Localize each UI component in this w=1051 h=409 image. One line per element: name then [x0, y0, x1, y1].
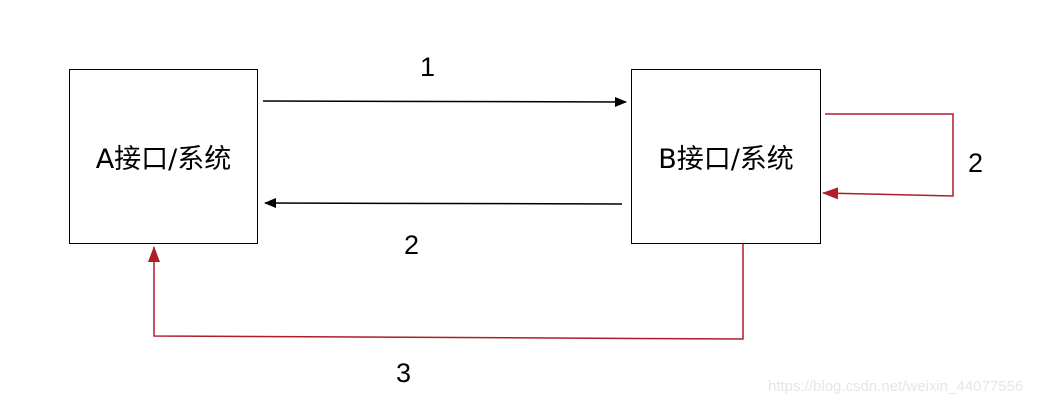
edge-label-2-back: 2: [404, 230, 420, 260]
edge-b-self-loop: [822, 113, 954, 200]
node-a-box: A接口/系统: [69, 69, 258, 244]
edge-b-to-a-red: [148, 243, 744, 340]
node-a-label: A接口/系统: [95, 144, 232, 175]
edge-label-3: 3: [396, 358, 412, 388]
node-b-label: B接口/系统: [658, 144, 794, 175]
node-b-box: B接口/系统: [631, 69, 821, 244]
watermark: https://blog.csdn.net/weixin_44077556: [768, 378, 1024, 395]
edge-b-to-a: [264, 198, 623, 209]
edge-label-1: 1: [420, 52, 436, 82]
edge-label-2-self: 2: [968, 148, 984, 178]
edge-a-to-b: [262, 96, 627, 107]
